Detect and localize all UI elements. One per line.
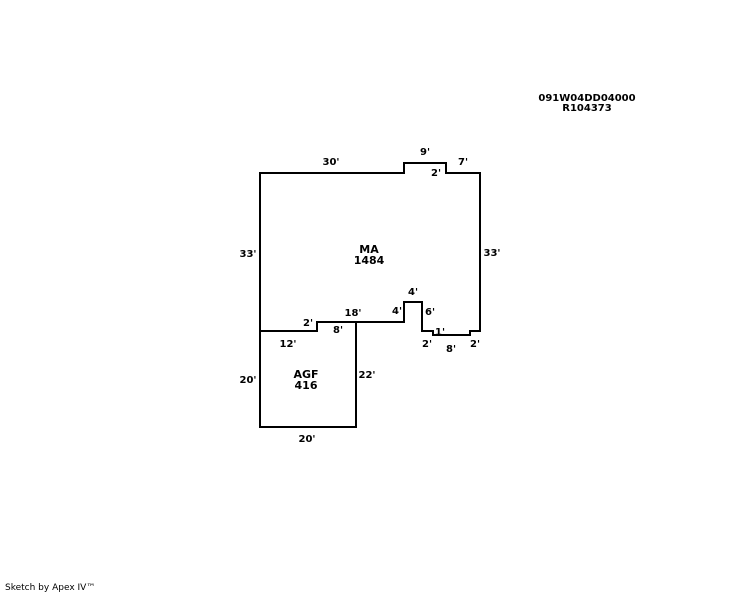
dim-ma-step-8: 8' — [333, 325, 343, 336]
dim-ma-step: 18' — [345, 308, 362, 319]
dim-ma-top-right: 7' — [458, 157, 468, 168]
ma-code-label: MA — [359, 243, 379, 256]
dim-ma-bump-top: 9' — [420, 147, 430, 158]
parcel-id: 091W04DD04000 — [538, 93, 635, 104]
agf-sqft-label: 416 — [295, 379, 318, 392]
dim-ma-left: 33' — [240, 249, 257, 260]
ma-sqft-label: 1484 — [354, 254, 385, 267]
parcel-account: R104373 — [562, 103, 611, 114]
dim-agf-top: 12' — [280, 339, 297, 350]
footer-credit: Sketch by Apex IV™ — [5, 583, 96, 593]
dim-agf-left: 20' — [240, 375, 257, 386]
dim-ma-bottom-8: 8' — [446, 344, 456, 355]
dim-ma-right: 33' — [484, 248, 501, 259]
dim-agf-bottom: 20' — [299, 434, 316, 445]
agf-outline — [259, 321, 357, 428]
dim-ma-small-1: 1' — [435, 327, 445, 338]
dim-agf-right: 22' — [359, 370, 376, 381]
dim-ma-bottom-2a: 2' — [422, 339, 432, 350]
dim-ma-bottom-2b: 2' — [470, 339, 480, 350]
dim-ma-notch-right: 6' — [425, 307, 435, 318]
dim-ma-notch-top: 4' — [408, 287, 418, 298]
dim-ma-notch-left: 4' — [392, 306, 402, 317]
dim-ma-bump-side: 2' — [431, 168, 441, 179]
dim-ma-top: 30' — [323, 157, 340, 168]
agf-code-label: AGF — [293, 368, 318, 381]
dim-ma-step-small: 2' — [303, 318, 313, 329]
